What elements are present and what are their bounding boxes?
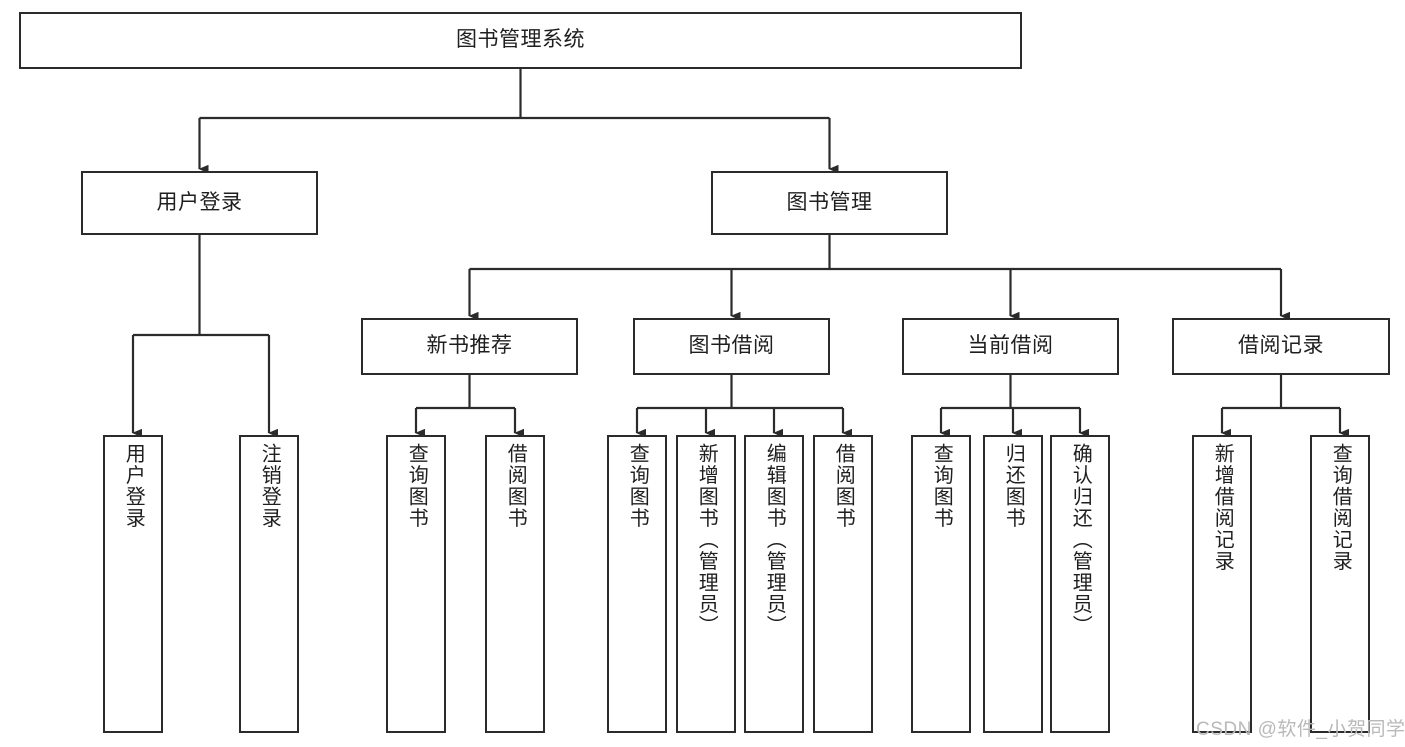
node-label-leaf-add-book: 新增图书（管理员） xyxy=(695,443,718,637)
node-label-leaf-query-book-1: 查询图书 xyxy=(405,443,428,529)
node-book-manage[interactable]: 图书管理 xyxy=(711,171,948,235)
node-leaf-logout[interactable]: 注销登录 xyxy=(239,435,299,733)
node-leaf-borrow-book-1[interactable]: 借阅图书 xyxy=(485,435,545,733)
node-leaf-query-book-2[interactable]: 查询图书 xyxy=(607,435,667,733)
node-label-leaf-return-book: 归还图书 xyxy=(1002,443,1025,529)
node-label-leaf-borrow-book-1: 借阅图书 xyxy=(504,443,527,529)
node-current-borrow[interactable]: 当前借阅 xyxy=(902,318,1119,375)
node-new-book-recommend[interactable]: 新书推荐 xyxy=(361,318,578,375)
node-borrow-record[interactable]: 借阅记录 xyxy=(1172,318,1390,375)
node-leaf-query-book-1[interactable]: 查询图书 xyxy=(386,435,446,733)
node-label-root: 图书管理系统 xyxy=(456,28,585,52)
node-book-borrow[interactable]: 图书借阅 xyxy=(633,318,830,375)
node-label-leaf-query-record: 查询借阅记录 xyxy=(1329,443,1352,572)
node-leaf-query-record[interactable]: 查询借阅记录 xyxy=(1310,435,1370,733)
node-label-leaf-query-book-2: 查询图书 xyxy=(626,443,649,529)
node-root[interactable]: 图书管理系统 xyxy=(19,12,1022,69)
node-label-leaf-logout: 注销登录 xyxy=(258,443,281,529)
node-label-leaf-edit-book: 编辑图书（管理员） xyxy=(763,443,786,637)
node-user-login[interactable]: 用户登录 xyxy=(81,171,318,235)
node-leaf-user-login[interactable]: 用户登录 xyxy=(103,435,163,733)
node-leaf-borrow-book-2[interactable]: 借阅图书 xyxy=(813,435,873,733)
node-label-leaf-borrow-book-2: 借阅图书 xyxy=(832,443,855,529)
node-label-borrow-record: 借阅记录 xyxy=(1238,334,1324,358)
node-leaf-add-book[interactable]: 新增图书（管理员） xyxy=(676,435,736,733)
node-label-leaf-query-book-3: 查询图书 xyxy=(930,443,953,529)
node-label-leaf-user-login: 用户登录 xyxy=(122,443,145,529)
node-label-current-borrow: 当前借阅 xyxy=(967,334,1054,358)
node-label-user-login: 用户登录 xyxy=(156,190,243,214)
node-leaf-edit-book[interactable]: 编辑图书（管理员） xyxy=(744,435,804,733)
csdn-watermark: CSDN @软件_小贺同学 xyxy=(1196,719,1405,740)
node-leaf-confirm-return[interactable]: 确认归还（管理员） xyxy=(1050,435,1110,733)
node-label-leaf-add-record: 新增借阅记录 xyxy=(1211,443,1234,572)
node-leaf-return-book[interactable]: 归还图书 xyxy=(983,435,1043,733)
node-leaf-add-record[interactable]: 新增借阅记录 xyxy=(1192,435,1252,733)
node-label-book-borrow: 图书借阅 xyxy=(688,334,775,358)
node-leaf-query-book-3[interactable]: 查询图书 xyxy=(911,435,971,733)
node-label-new-book-recommend: 新书推荐 xyxy=(426,334,513,358)
node-label-leaf-confirm-return: 确认归还（管理员） xyxy=(1069,443,1092,637)
node-label-book-manage: 图书管理 xyxy=(786,190,873,214)
